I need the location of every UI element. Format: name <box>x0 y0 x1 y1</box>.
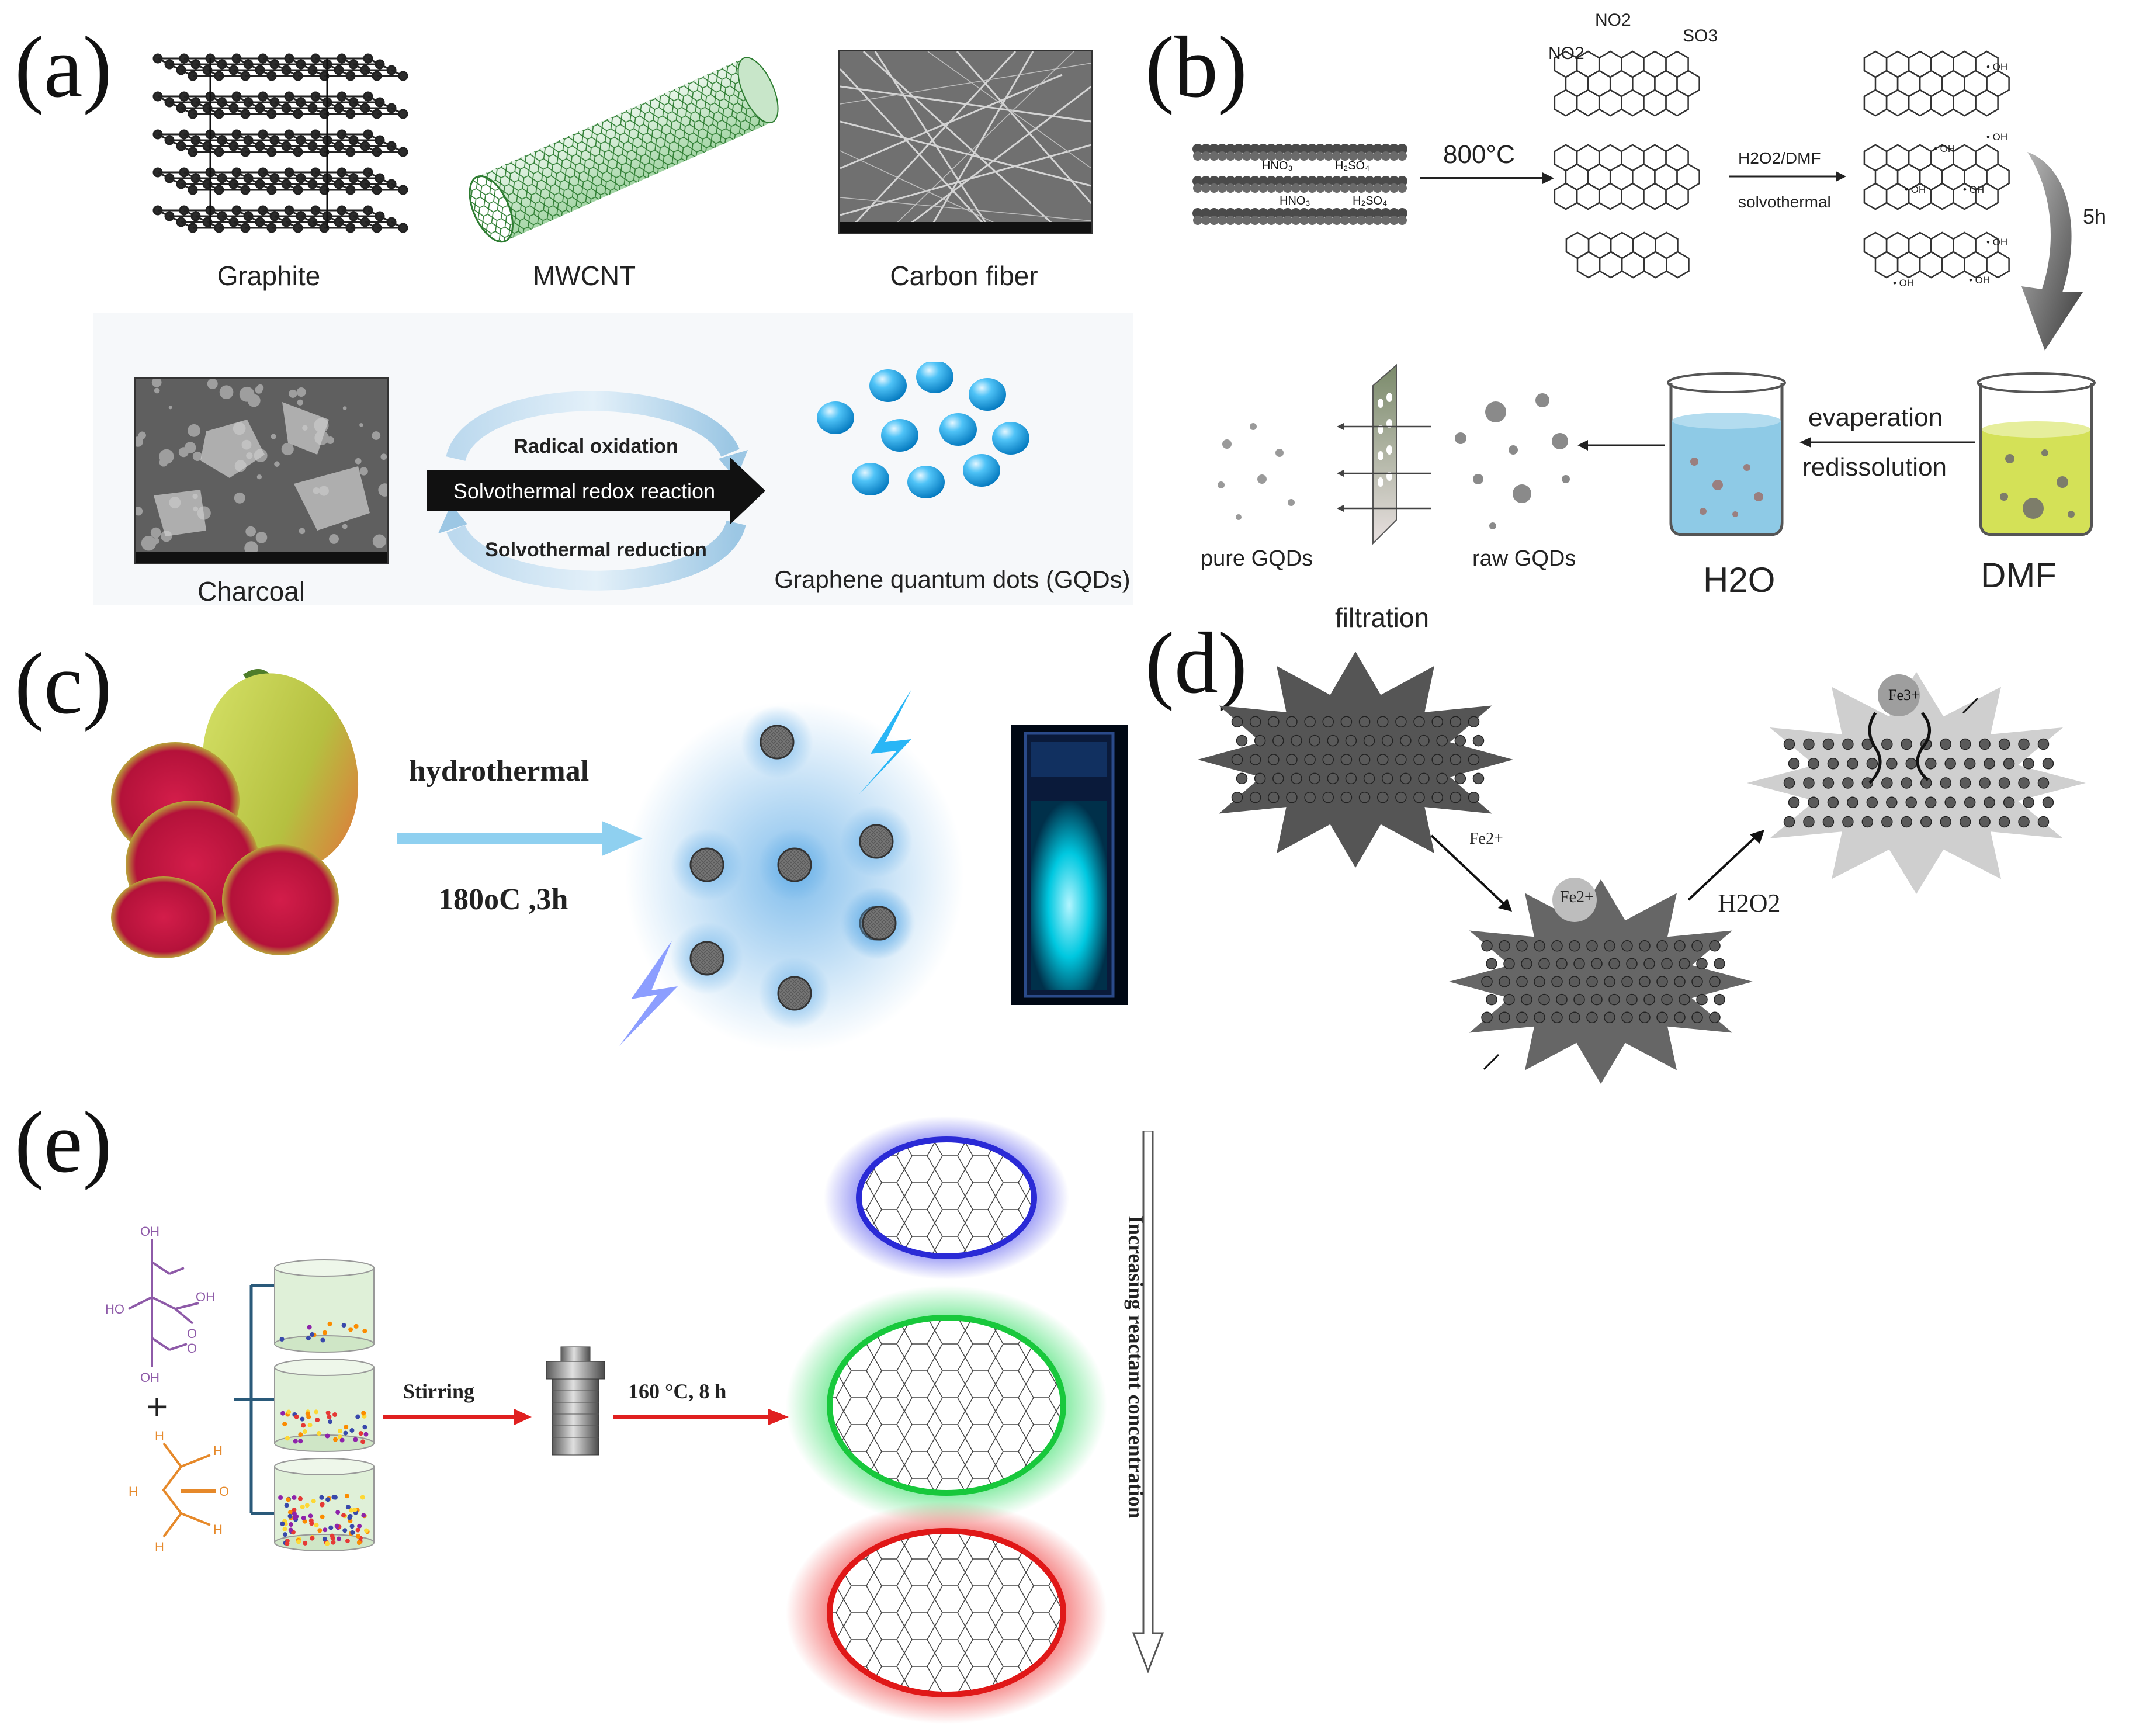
fe2-label-arrow: Fe2+ <box>1469 830 1503 848</box>
arrow-hydrothermal <box>397 821 643 856</box>
svg-text:O: O <box>219 1484 229 1499</box>
arrow-solvothermal <box>1729 171 1846 182</box>
reagent-label: H2O2/DMF <box>1738 149 1821 167</box>
gqd-dots-cluster <box>817 362 1029 498</box>
beaker-dmf <box>1977 372 2096 536</box>
oh-functionalized-sheets: • OH • OH • OH • OH • OH • OH • OH • OH <box>1863 50 2010 289</box>
pure-gqds-label: pure GQDs <box>1201 546 1313 571</box>
redox-cycle-diagram <box>427 391 765 591</box>
reaction-jars <box>274 1259 375 1551</box>
filtration-label: filtration <box>1335 602 1430 633</box>
arrow-label-radical-oxidation: Radical oxidation <box>514 435 678 458</box>
hno3-label: HNO₃ <box>1262 160 1293 172</box>
dmf-label: DMF <box>1981 556 2057 595</box>
group-no2-left: NO2 <box>1548 44 1584 63</box>
h2o2-label: H2O2 <box>1718 889 1781 917</box>
arrow-h2o-to-filter <box>1577 440 1665 451</box>
svg-text:• OH: • OH <box>1986 61 2007 72</box>
caption-graphite: Graphite <box>217 261 321 291</box>
charcoal-sem-image <box>134 377 389 564</box>
svg-text:• OH: • OH <box>1893 278 1914 289</box>
graphene-burst-initial <box>1198 652 1513 868</box>
svg-text:• OH: • OH <box>1905 184 1926 195</box>
filtration-membrane <box>1218 363 1570 545</box>
arrow-stirring <box>383 1409 532 1425</box>
glowing-gqds <box>619 689 964 1052</box>
radish-photo <box>111 669 359 958</box>
redissolution-label: redissolution <box>1802 453 1947 481</box>
caption-mwcnt: MWCNT <box>532 261 636 291</box>
functionalized-graphene-sheets <box>1554 50 1700 279</box>
fe2-label-burst: Fe2+ <box>1560 888 1594 906</box>
hydrothermal-label: hydrothermal <box>409 754 590 788</box>
fe3-label: Fe3+ <box>1888 687 1920 704</box>
panel-b-label: (b) <box>1145 19 1247 116</box>
group-so3: SO3 <box>1683 26 1718 46</box>
beaker-h2o <box>1667 372 1786 536</box>
caption-charcoal: Charcoal <box>197 576 306 607</box>
svg-text:• OH: • OH <box>1963 184 1984 195</box>
cuvette-fluorescence <box>1011 725 1128 1005</box>
panel-a-label: (a) <box>15 19 112 116</box>
svg-text:H: H <box>155 1429 164 1443</box>
solvothermal-label: solvothermal <box>1738 193 1831 211</box>
carbon-dots-colored <box>786 1116 1107 1724</box>
svg-text:OH: OH <box>140 1370 159 1385</box>
gqd-product-label: Graphene quantum dots (GQDs) <box>774 566 1131 593</box>
arrow-fe2 <box>1430 834 1512 912</box>
svg-text:H: H <box>213 1443 223 1458</box>
evaporation-label: evaperation <box>1808 403 1943 432</box>
autoclave-reactor <box>546 1346 605 1456</box>
svg-text:H: H <box>155 1540 164 1554</box>
graphite-lattice-image <box>152 53 408 233</box>
svg-text:OH: OH <box>196 1290 215 1304</box>
arrow-h2o2 <box>1687 830 1764 901</box>
svg-text:H: H <box>213 1522 223 1537</box>
hydrothermal-condition-label: 180oC ,3h <box>438 883 568 916</box>
svg-text:H: H <box>129 1484 138 1499</box>
intercalated-graphite-image: HNO₃ H₂SO₄ HNO₃ H₂SO₄ <box>1192 144 1407 225</box>
svg-text:• OH: • OH <box>1934 143 1955 154</box>
panel-d-label: (d) <box>1145 615 1247 712</box>
concentration-label: Increasing reactant concentration <box>1124 1215 1147 1519</box>
svg-text:H₂SO₄: H₂SO₄ <box>1335 160 1369 172</box>
arrow-dmf-to-h2o <box>1799 437 1975 448</box>
svg-text:OH: OH <box>140 1224 159 1239</box>
panel-c-label: (c) <box>15 635 112 732</box>
svg-text:O: O <box>187 1341 197 1356</box>
arrow-heating <box>613 1409 789 1425</box>
mwcnt-tube-image <box>469 57 779 243</box>
h2o-label: H2O <box>1703 560 1776 600</box>
graphene-burst-fe2 <box>1449 878 1753 1084</box>
carbon-fiber-sem-image <box>838 50 1093 234</box>
panel-e-label: (e) <box>15 1094 112 1191</box>
raw-gqds-label: raw GQDs <box>1472 546 1576 571</box>
urea-structure: H H O H H H <box>129 1429 229 1554</box>
group-no2-top: NO2 <box>1595 11 1631 30</box>
svg-text:HO: HO <box>105 1302 124 1316</box>
curved-arrow-5h <box>2021 152 2083 351</box>
svg-text:HNO₃: HNO₃ <box>1280 195 1310 207</box>
concentration-arrow <box>1132 1131 1164 1674</box>
time-5h-label: 5h <box>2083 205 2107 228</box>
svg-text:H₂SO₄: H₂SO₄ <box>1353 195 1387 207</box>
stirring-label: Stirring <box>403 1380 474 1403</box>
caption-carbon-fiber: Carbon fiber <box>890 261 1038 291</box>
svg-text:• OH: • OH <box>1986 237 2007 248</box>
svg-text:• OH: • OH <box>1986 131 2007 143</box>
graphene-burst-fe3 <box>1747 672 2086 894</box>
temperature-label: 800°C <box>1443 140 1515 169</box>
plus-sign: + <box>146 1385 168 1427</box>
svg-text:O: O <box>187 1326 197 1341</box>
heating-condition-label: 160 °C, 8 h <box>628 1380 727 1403</box>
arrow-label-solvothermal-reduction: Solvothermal reduction <box>485 539 707 561</box>
arrow-800c <box>1420 172 1554 184</box>
svg-text:• OH: • OH <box>1969 275 1990 286</box>
arrow-label-solvothermal-redox: Solvothermal redox reaction <box>453 479 716 503</box>
citric-acid-structure: OH HO OH O OH O <box>105 1224 215 1385</box>
